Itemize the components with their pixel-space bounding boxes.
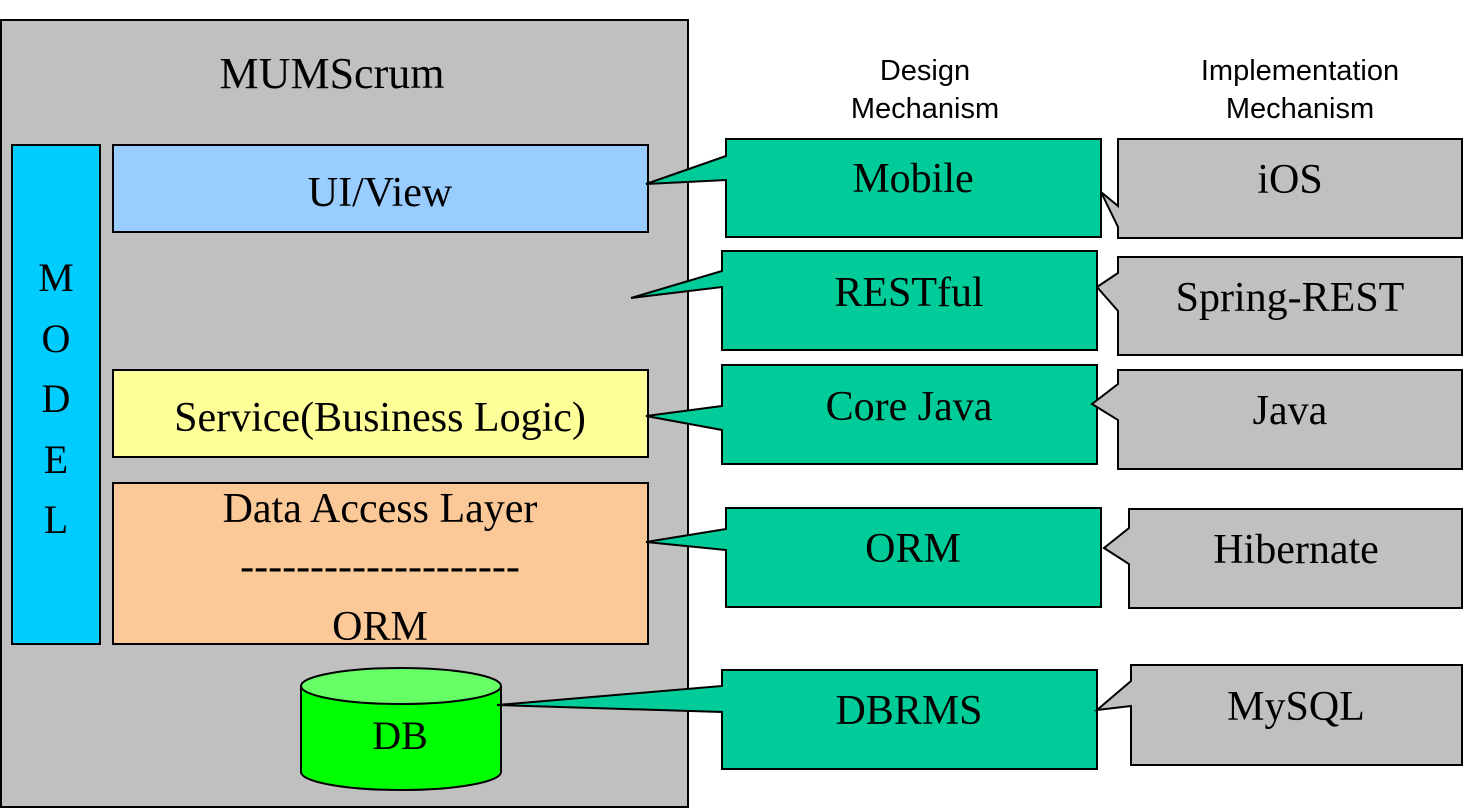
impl-callout-spring-rest: Spring-REST [1095,256,1463,356]
design-label: RESTful [834,270,983,316]
dal-label: Data Access Layer [223,486,538,532]
model-letter: O [42,316,71,361]
implementation-header: Implementation [1201,55,1399,87]
design-label: DBRMS [835,688,982,734]
design-label: Core Java [826,384,993,430]
implementation-label: Java [1253,388,1328,434]
design-label: ORM [865,526,961,572]
data-access-layer [112,482,649,645]
ui-view-label: UI/View [308,170,453,216]
implementation-label: MySQL [1227,684,1365,730]
service-layer [112,369,649,458]
system-title: MUMScrum [220,49,445,98]
ui-view-layer [112,144,649,233]
model-letter: D [42,376,71,421]
model-bar [11,144,101,645]
design-callout-restful: RESTful [630,250,1098,351]
design-callout-core-java: Core Java [645,364,1098,465]
model-letter: L [44,497,68,542]
service-label: Service(Business Logic) [174,395,586,441]
design-label: Mobile [852,156,973,202]
implementation-label: iOS [1257,157,1322,203]
implementation-label: Hibernate [1213,527,1379,573]
design-callout-dbrms: DBRMS [496,669,1098,770]
db-label: DB [372,713,428,758]
impl-callout-mysql: MySQL [1093,664,1463,766]
design-header: Mechanism [851,93,999,125]
design-callout-orm: ORM [645,507,1102,608]
impl-callout-ios: iOS [1100,138,1463,239]
implementation-header: Mechanism [1226,93,1374,125]
impl-callout-hibernate: Hibernate [1102,508,1463,609]
implementation-label: Spring-REST [1176,275,1405,321]
model-letter: E [44,437,68,482]
model-letter: M [38,255,74,300]
db-cylinder: DB [300,667,502,791]
design-header: Design [880,55,970,87]
impl-callout-java: Java [1090,369,1463,470]
dal-divider: -------------------- [240,544,520,590]
design-callout-mobile: Mobile [645,138,1102,238]
dal-orm-label: ORM [332,604,428,650]
